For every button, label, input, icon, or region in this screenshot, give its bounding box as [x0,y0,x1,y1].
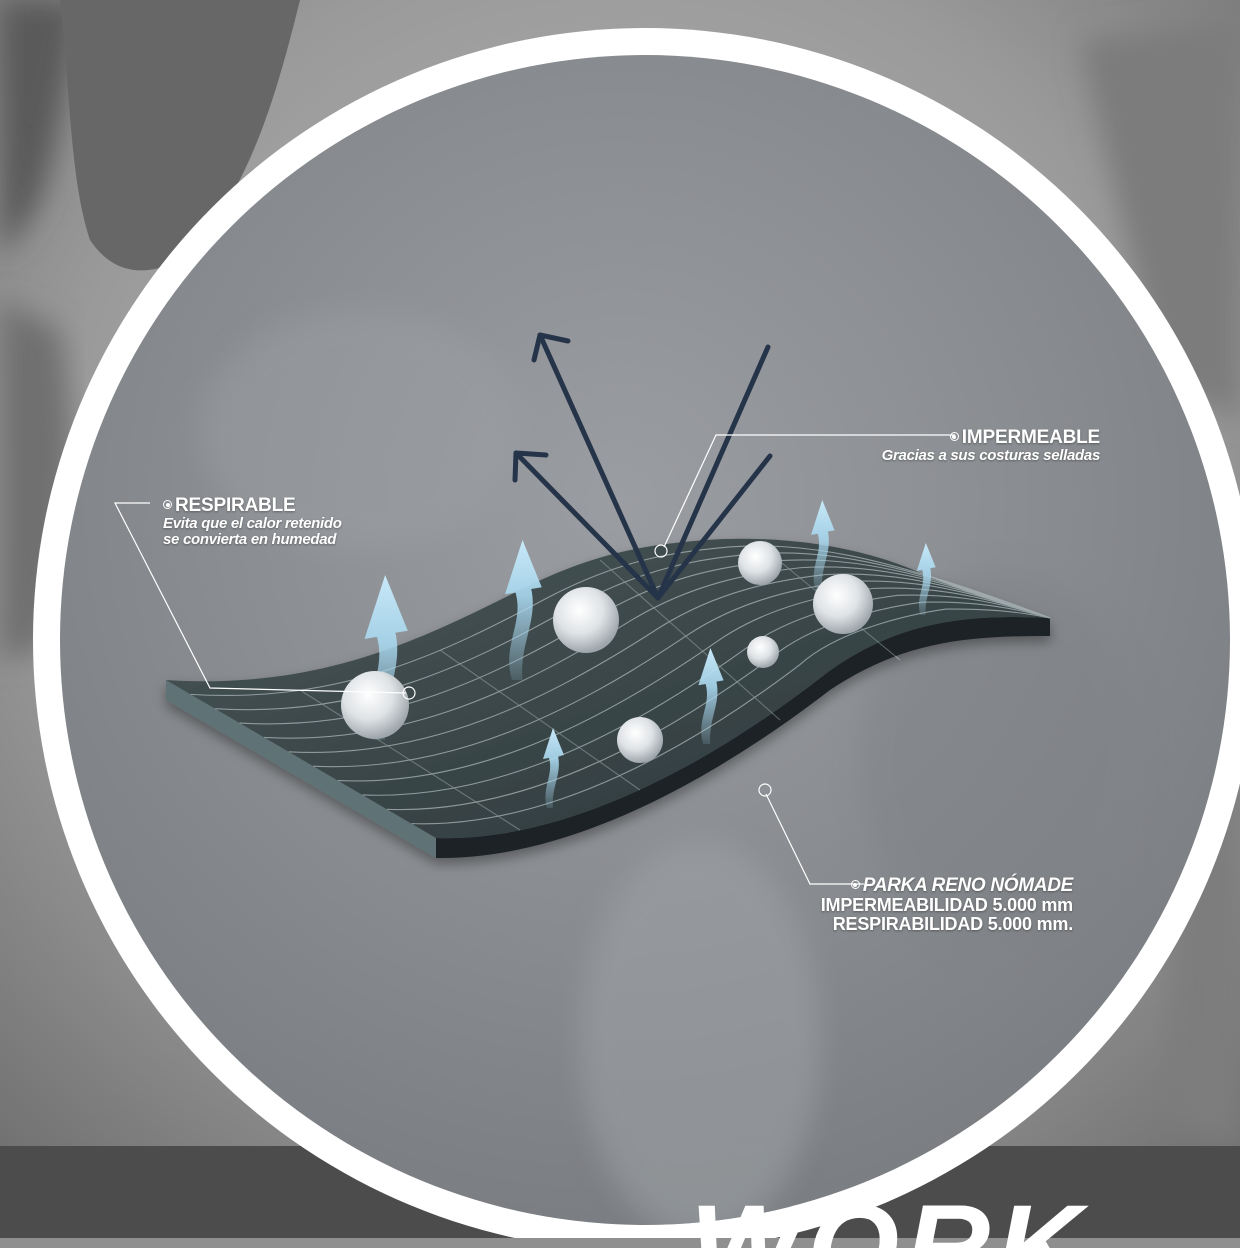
water-droplet-icon [747,636,779,668]
callout-impermeable: IMPERMEABLE Gracias a sus costuras sella… [882,428,1100,464]
respirable-title: RESPIRABLE [175,495,295,516]
bullet-icon [950,432,959,441]
water-droplet-icon [738,541,782,585]
bullet-icon [851,880,860,889]
callout-parka: PARKA RENO NÓMADE IMPERMEABILIDAD 5.000 … [821,876,1073,934]
impermeable-title: IMPERMEABLE [962,427,1100,448]
water-droplet-icon [553,587,619,653]
water-droplet-icon [617,717,663,763]
parka-title: PARKA RENO NÓMADE [863,875,1073,896]
parka-line-1: IMPERMEABILIDAD 5.000 mm [821,896,1073,915]
bottom-word-container: WORK [690,1188,1240,1248]
water-droplet-icon [341,671,409,739]
bullet-icon [163,500,172,509]
respirable-line-1: Evita que el calor retenido [163,516,342,532]
impermeable-line-1: Gracias a sus costuras selladas [882,448,1100,464]
water-droplet-icon [813,574,873,634]
parka-line-2: RESPIRABILIDAD 5.000 mm. [821,915,1073,934]
bottom-word: WORK [690,1188,1088,1248]
respirable-line-2: se convierta en humedad [163,532,342,548]
callout-respirable: RESPIRABLE Evita que el calor retenido s… [163,496,342,547]
